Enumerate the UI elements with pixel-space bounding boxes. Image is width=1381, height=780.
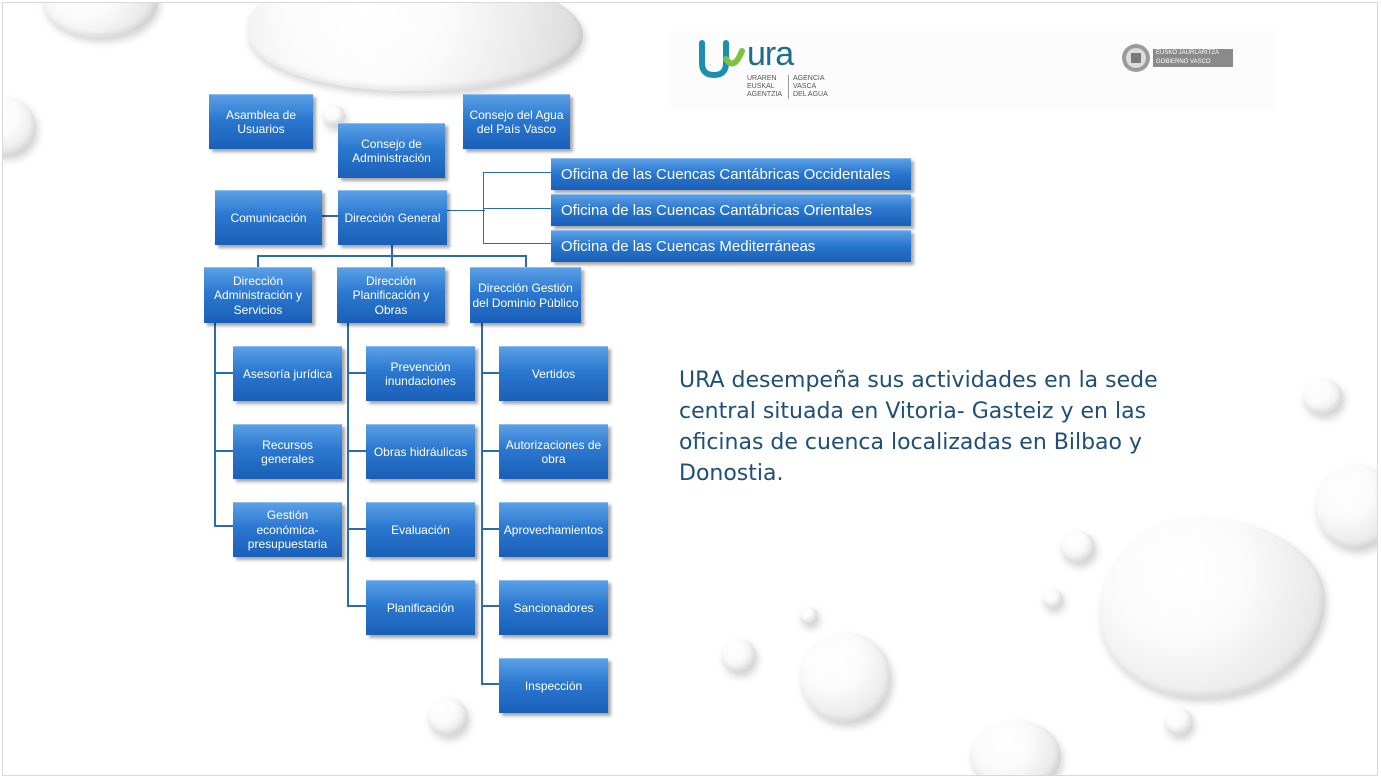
connector-line — [257, 255, 259, 267]
connector-line — [481, 683, 499, 685]
water-drop — [800, 607, 818, 625]
gobierno-vasco-emblem — [1122, 44, 1150, 72]
box-sancionadores: Sancionadores — [499, 580, 608, 635]
box-asesoria-juridica: Asesoría jurídica — [233, 346, 342, 401]
connector-line — [483, 208, 551, 209]
water-drop — [722, 639, 756, 673]
connector-line — [481, 605, 499, 607]
box-oficina-mediterraneas: Oficina de las Cuencas Mediterráneas — [551, 230, 911, 262]
box-prevencion-inundaciones: Prevención inundaciones — [366, 346, 475, 401]
connector-line — [347, 450, 366, 452]
box-oficina-occidentales: Oficina de las Cuencas Cantábricas Occid… — [551, 158, 911, 190]
water-drop — [971, 721, 1061, 775]
box-planificacion: Planificación — [366, 580, 475, 635]
connector-line — [214, 525, 233, 527]
water-drop — [3, 98, 36, 156]
box-direccion-dominio-publico: Dirección Gestión del Dominio Público — [470, 267, 581, 323]
water-drop — [428, 698, 468, 736]
ura-spanish-name: AGENCIA VASCA DEL AGUA — [793, 75, 828, 99]
connector-line — [347, 605, 366, 607]
connector-line — [447, 210, 485, 211]
connector-line — [347, 321, 349, 607]
box-obras-hidraulicas: Obras hidráulicas — [366, 424, 475, 479]
box-direccion-administracion: Dirección Administración y Servicios — [204, 267, 312, 323]
box-comunicacion: Comunicación — [215, 190, 322, 245]
connector-line — [481, 321, 483, 685]
connector-line — [214, 321, 216, 527]
box-direccion-planificacion: Dirección Planificación y Obras — [337, 267, 445, 323]
box-consejo-administracion: Consejo de Administración — [338, 123, 445, 178]
box-aprovechamientos: Aprovechamientos — [499, 502, 608, 557]
water-drop — [1100, 518, 1325, 698]
gobierno-vasco-label: EUSKO JAURLARITZA GOBIERNO VASCO — [1153, 49, 1233, 67]
connector-line — [481, 372, 499, 374]
connector-line — [481, 528, 499, 530]
connector-line — [347, 372, 366, 374]
water-drop — [1303, 379, 1343, 415]
connector-line — [483, 172, 551, 173]
water-drop — [248, 3, 583, 91]
water-drop — [801, 633, 891, 723]
connector-line — [214, 372, 233, 374]
box-autorizaciones-obra: Autorizaciones de obra — [499, 424, 608, 479]
ura-logo-text: ura — [747, 35, 794, 73]
box-inspeccion: Inspección — [499, 658, 608, 713]
ura-basque-name: URAREN EUSKAL AGENTZIA — [747, 75, 783, 99]
box-oficina-orientales: Oficina de las Cuencas Cantábricas Orien… — [551, 194, 911, 226]
box-consejo-agua: Consejo del Agua del País Vasco — [463, 94, 570, 149]
water-drop — [1061, 531, 1095, 563]
connector-line — [481, 450, 499, 452]
box-recursos-generales: Recursos generales — [233, 424, 342, 479]
connector-line — [391, 244, 393, 256]
water-drop — [323, 105, 345, 127]
connector-line — [483, 243, 551, 244]
description-text: URA desempeña sus actividades en la sede… — [679, 368, 1158, 486]
water-drop — [1165, 708, 1193, 736]
box-vertidos: Vertidos — [499, 346, 608, 401]
connector-line — [322, 215, 338, 217]
connector-line — [391, 255, 393, 267]
ura-logo-mark — [699, 40, 745, 79]
box-asamblea-usuarios: Asamblea de Usuarios — [209, 94, 313, 149]
water-drop — [43, 3, 158, 38]
ura-logo-separator — [788, 75, 789, 99]
box-direccion-general: Dirección General — [338, 190, 447, 245]
box-evaluacion: Evaluación — [366, 502, 475, 557]
box-gestion-economica: Gestión económica-presupuestaria — [233, 502, 342, 557]
connector-line — [214, 450, 233, 452]
logo-banner — [670, 31, 1276, 109]
water-drop — [1043, 589, 1063, 609]
water-drop — [1316, 465, 1377, 549]
connector-line — [525, 255, 527, 267]
connector-line — [347, 528, 366, 530]
